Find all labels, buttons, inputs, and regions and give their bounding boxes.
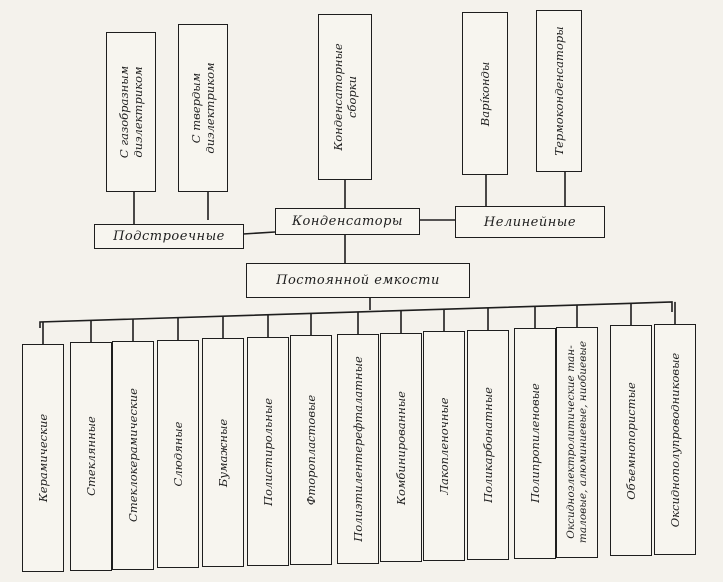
capacitors-box: Конденсаторы	[275, 208, 420, 235]
fixed-type-label-10: Лакопленочные	[437, 397, 451, 495]
fixed-type-box-6: Полистирольные	[247, 337, 289, 566]
fixed-type-box-2: Стеклянные	[70, 342, 112, 571]
fixed-type-label-2: Стеклянные	[84, 416, 98, 497]
trimmer-solid-line-2: диэлектриком	[203, 62, 217, 154]
nonlinear-box: Нелинейные	[455, 206, 605, 238]
fixed-type-box-10: Лакопленочные	[423, 331, 465, 562]
fixed-type-label-13-line-2: таловые, алюминиевые, ниобиевые	[577, 341, 589, 544]
fixed-type-box-3: Стеклокерамические	[112, 341, 154, 570]
fixed-type-label-1: Керамические	[36, 413, 50, 503]
fixed-type-box-11: Поликарбонатные	[467, 330, 509, 560]
trimmer-gas-line-2: диэлектриком	[131, 66, 145, 158]
trimmer-solid-line-1: С твердым	[189, 72, 203, 144]
assemblies-line-2: сборки	[345, 75, 359, 119]
trimmer-box: Подстроечные	[94, 224, 244, 249]
fixed-type-label-13: Оксидноэлектролитические тан-таловые, ал…	[565, 341, 589, 543]
thermo-label: Термоконденсаторы	[552, 26, 566, 156]
fixed-type-box-4: Слюдяные	[157, 340, 199, 569]
fixed-type-label-15: Оксиднополупроводниковые	[668, 352, 682, 527]
fixed-type-box-14: Объемнопористые	[610, 325, 652, 557]
thermo-box: Термоконденсаторы	[536, 10, 582, 172]
fixed-type-label-3: Стеклокерамические	[126, 388, 140, 523]
fixed-type-label-8: Полиэтилентерефталатные	[351, 355, 365, 542]
fixed-type-label-13-line-1: Оксидноэлектролитические тан-	[565, 345, 577, 540]
fixed-type-box-1: Керамические	[22, 344, 64, 572]
fixed-type-label-14: Объемнопористые	[624, 381, 638, 500]
fixed-type-label-5: Бумажные	[216, 418, 230, 487]
fixed-type-label-4: Слюдяные	[171, 421, 185, 487]
fixed-type-box-13: Оксидноэлектролитические тан-таловые, ал…	[556, 327, 598, 558]
fixed-type-box-12: Полипропиленовые	[514, 328, 556, 559]
trimmer-gas-line-1: С газобразным	[117, 65, 131, 159]
trimmer-solid-box: С твердым диэлектриком	[178, 24, 228, 192]
fixed-type-label-9: Комбинированные	[394, 390, 408, 505]
varicond-box: Варíконды	[462, 12, 508, 175]
fixed-type-box-5: Бумажные	[202, 338, 244, 568]
varicond-label: Варíконды	[478, 61, 492, 126]
fixed-type-box-9: Комбинированные	[380, 333, 422, 563]
fixed-type-box-7: Фторопластовые	[290, 335, 332, 565]
fixed-type-label-12: Полипропиленовые	[528, 383, 542, 504]
trimmer-gas-box: С газобразным диэлектриком	[106, 32, 156, 192]
fixed-type-label-7: Фторопластовые	[304, 394, 318, 506]
fixed-type-box-8: Полиэтилентерефталатные	[337, 334, 379, 564]
assemblies-line-1: Конденсаторные	[331, 43, 345, 151]
fixed-type-label-11: Поликарбонатные	[481, 387, 495, 503]
fixed-type-label-6: Полистирольные	[261, 397, 275, 506]
assemblies-box: Конденсаторные сборки	[318, 14, 372, 180]
fixed-type-box-15: Оксиднополупроводниковые	[654, 324, 696, 556]
fixed-capacity-box: Постоянной емкости	[246, 263, 470, 298]
